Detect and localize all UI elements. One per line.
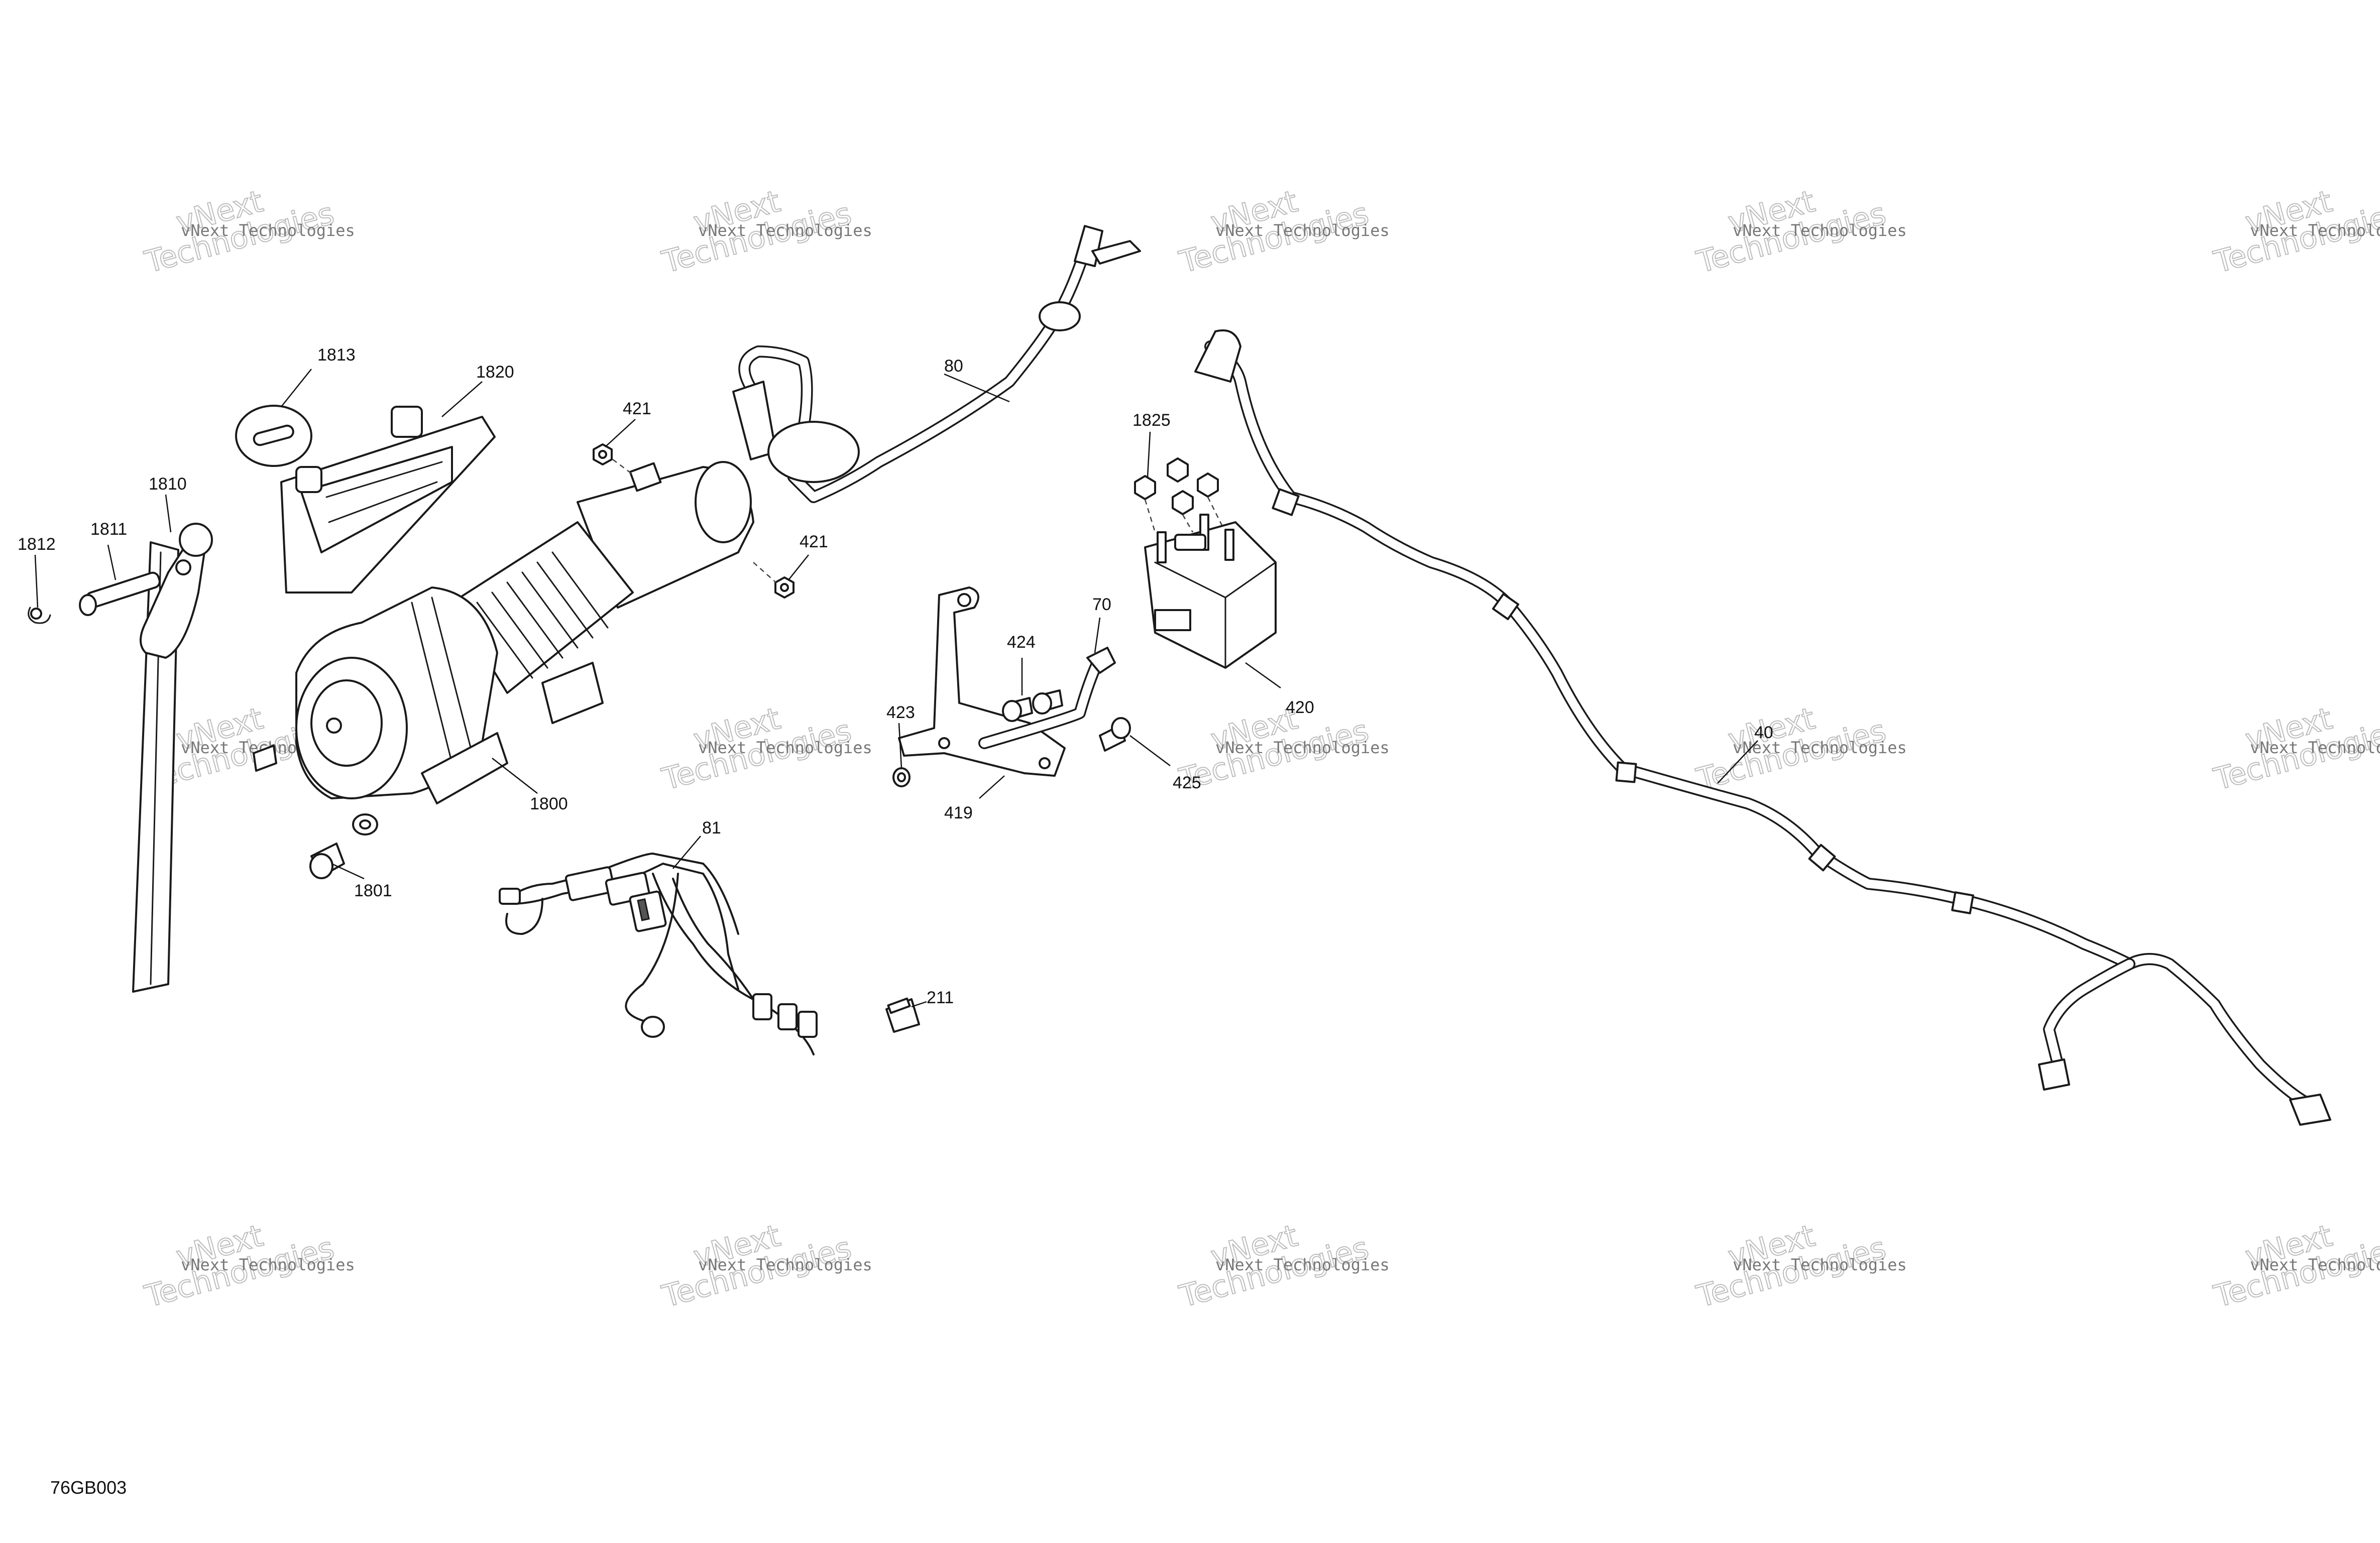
part-70-cable[interactable] (978, 647, 1116, 749)
watermark-small: vNext Technologies (1215, 1255, 1390, 1274)
part-small-bolt[interactable] (253, 745, 277, 772)
watermark-small: vNext Technologies (698, 221, 872, 240)
watermark-small: vNext Technologies (1215, 738, 1390, 757)
part-425-bolt[interactable] (1099, 717, 1131, 752)
callout-1812: 1812 (18, 535, 56, 554)
watermark: vNext Technologies vNext Technologies (2210, 1218, 2380, 1315)
watermark-small: vNext Technologies (2250, 738, 2380, 757)
part-1800-winch[interactable] (295, 461, 754, 804)
watermark: vNext Technologies vNext Technologies (658, 1218, 872, 1315)
watermark: vNext Technologies vNext Technologies (141, 1218, 355, 1315)
watermark: vNext Technologies vNext Technologies (1175, 183, 1390, 281)
winch-drum-ribs (476, 551, 609, 679)
callout-1820: 1820 (476, 363, 514, 382)
watermark-small: vNext Technologies (2250, 221, 2380, 240)
callout-421-lower: 421 (800, 532, 828, 551)
watermark: vNext Technologies vNext Technologies (141, 183, 355, 281)
callout-70: 70 (1092, 595, 1111, 614)
watermark-small: vNext Technologies (1733, 221, 1907, 240)
callout-1800: 1800 (530, 794, 568, 813)
watermark-small: vNext Technologies (181, 221, 355, 240)
callout-1811: 1811 (90, 520, 127, 539)
watermark-small: vNext Technologies (698, 738, 872, 757)
part-420-contactor[interactable] (1144, 514, 1277, 669)
callout-419: 419 (944, 803, 973, 822)
watermark: vNext Technologies vNext Technologies (658, 183, 872, 281)
callout-80: 80 (944, 357, 963, 376)
part-1825-nuts[interactable] (1134, 457, 1219, 515)
diagram-code: 76GB003 (50, 1477, 127, 1498)
callout-1813: 1813 (317, 345, 356, 365)
callout-1810: 1810 (149, 474, 187, 494)
watermark-small: vNext Technologies (1733, 1255, 1907, 1274)
part-421-nut-lower[interactable] (774, 576, 795, 599)
watermark: vNext Technologies vNext Technologies (1175, 1218, 1390, 1315)
part-211-clip[interactable] (885, 997, 920, 1033)
watermark: vNext Technologies vNext Technologies (1175, 700, 1390, 798)
callout-1801: 1801 (354, 881, 392, 900)
watermark-small: vNext Technologies (698, 1255, 872, 1274)
watermark: vNext Technologies vNext Technologies (658, 700, 872, 798)
callout-81: 81 (702, 818, 721, 838)
part-80-battery-cable[interactable] (732, 225, 1141, 503)
part-423-washer[interactable] (892, 767, 911, 787)
part-1811-pin[interactable] (79, 571, 161, 616)
watermark-small: vNext Technologies (1215, 221, 1390, 240)
watermark-small: vNext Technologies (181, 1255, 355, 1274)
watermark: vNext Technologies vNext Technologies (1692, 700, 1907, 798)
watermark: vNext Technologies vNext Technologies (1692, 1218, 1907, 1315)
callout-423: 423 (886, 703, 915, 722)
callout-421-upper: 421 (623, 399, 651, 418)
callout-424: 424 (1007, 633, 1036, 652)
watermark: vNext Technologies vNext Technologies (2210, 183, 2380, 281)
callout-labels: 1813 1820 1810 1811 1812 421 421 1800 18… (18, 345, 1773, 1007)
part-1810-cable-guide[interactable] (132, 523, 213, 993)
callout-420: 420 (1286, 698, 1314, 717)
part-40-main-harness[interactable] (1194, 329, 2331, 1126)
part-1813-grommet[interactable] (235, 405, 312, 467)
part-424-bolts[interactable] (1002, 689, 1063, 722)
callout-1825: 1825 (1132, 411, 1171, 430)
harness-connectors (499, 866, 818, 1038)
watermark-small: vNext Technologies (1733, 738, 1907, 757)
part-421-nut-upper[interactable] (593, 443, 613, 465)
callout-211: 211 (927, 988, 954, 1007)
leader-lines (34, 369, 1758, 1008)
part-1812-clip[interactable] (28, 607, 51, 624)
watermark: vNext Technologies vNext Technologies (1692, 183, 1907, 281)
callout-425: 425 (1173, 773, 1201, 792)
watermark-small: vNext Technologies (2250, 1255, 2380, 1274)
part-1820-fairlead-plate[interactable] (280, 406, 496, 594)
watermark: vNext Technologies vNext Technologies (2210, 700, 2380, 798)
part-81-control-harness[interactable] (499, 852, 818, 1055)
part-1801-bolt[interactable] (309, 813, 378, 879)
callout-40: 40 (1754, 723, 1773, 742)
